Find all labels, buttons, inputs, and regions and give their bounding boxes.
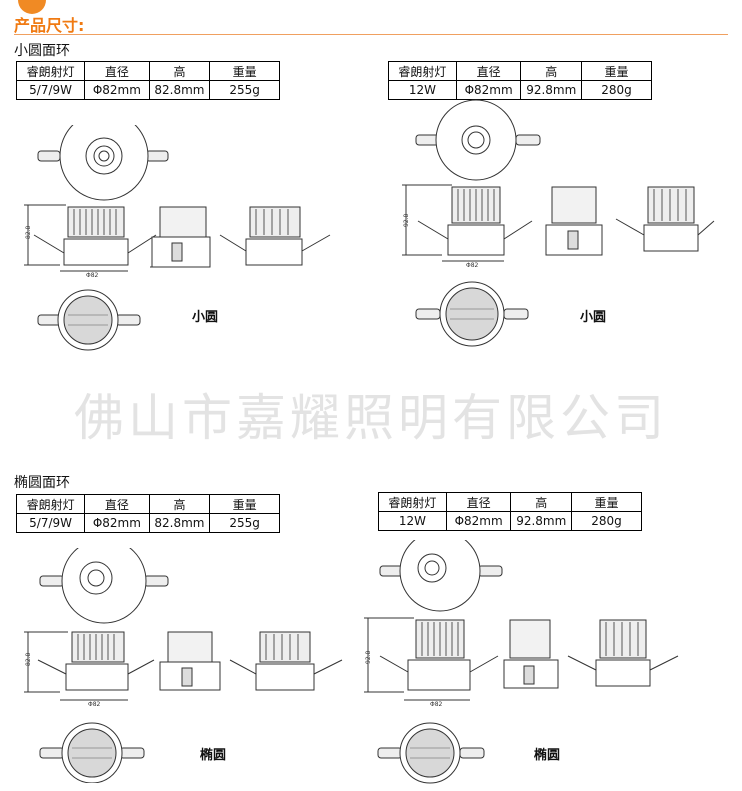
top-view — [379, 540, 503, 612]
side-view-rotated — [229, 631, 343, 691]
height-dimension-label: 92.8 — [365, 650, 372, 664]
side-view-dimensioned — [24, 631, 155, 701]
side-view-dimensioned — [402, 184, 533, 262]
bottom-view — [415, 281, 529, 347]
cell-power: 5/7/9W — [15, 80, 86, 100]
cell-diameter: Φ82mm — [455, 80, 522, 100]
cell-diameter: Φ82mm — [84, 513, 150, 533]
header-cell: 高 — [520, 61, 583, 81]
top-view — [415, 99, 541, 181]
cell-weight: 280g — [571, 511, 642, 531]
top-view — [37, 125, 169, 201]
header-cell: 睿朗射灯 — [15, 494, 86, 514]
section-label-oval-ring: 椭圆面环 — [14, 475, 70, 491]
cell-power: 12W — [378, 511, 447, 531]
header-cell: 直径 — [84, 494, 150, 514]
side-view-front — [545, 186, 603, 256]
header-cell: 重量 — [209, 61, 280, 81]
header-cell: 直径 — [84, 61, 150, 81]
cell-diameter: Φ82mm — [84, 80, 150, 100]
header-cell: 高 — [148, 494, 211, 514]
side-view-front — [503, 619, 559, 689]
side-view-dimensioned — [364, 617, 499, 701]
side-view-rotated — [567, 619, 679, 687]
side-view-dimensioned — [24, 204, 157, 272]
cell-weight: 255g — [209, 80, 280, 100]
header-cell: 重量 — [209, 494, 280, 514]
height-dimension-label: 82.8 — [25, 652, 32, 666]
cell-power: 12W — [388, 80, 457, 100]
cell-weight: 255g — [209, 513, 280, 533]
height-dimension-label: 82.8 — [25, 225, 32, 239]
drawing-oval-ring-high-power: 92.8 Φ82 — [364, 540, 679, 784]
cell-power: 5/7/9W — [15, 513, 86, 533]
cell-diameter: Φ82mm — [445, 511, 512, 531]
bottom-view — [39, 722, 145, 783]
diameter-dimension-label: Φ82 — [86, 272, 99, 279]
drawing-small-ring-high-power: 92.8 Φ82 — [402, 99, 715, 347]
spec-table-oval-1: 睿朗射灯 直径 高 重量 5/7/9W Φ82mm 82.8mm 255g — [15, 494, 280, 533]
header-cell: 睿朗射灯 — [15, 61, 86, 81]
section-label-small-ring: 小圆面环 — [14, 43, 70, 59]
header-ornament — [18, 0, 46, 14]
top-view — [39, 548, 169, 624]
company-watermark: 佛山市嘉耀照明有限公司 — [74, 389, 668, 447]
cell-weight: 280g — [581, 80, 652, 100]
spec-table-small-1: 睿朗射灯 直径 高 重量 5/7/9W Φ82mm 82.8mm 255g — [15, 61, 280, 100]
header-cell: 睿朗射灯 — [388, 61, 457, 81]
side-view-rotated — [219, 206, 331, 266]
diameter-dimension-label: Φ82 — [88, 701, 101, 708]
cell-height: 82.8mm — [148, 513, 211, 533]
header-cell: 高 — [510, 492, 573, 512]
spec-table-small-2: 睿朗射灯 直径 高 重量 12W Φ82mm 92.8mm 280g — [388, 61, 652, 100]
cell-height: 92.8mm — [510, 511, 573, 531]
header-cell: 直径 — [445, 492, 512, 512]
caption-oval-ring: 椭圆 — [200, 748, 227, 763]
side-view-front — [150, 206, 211, 268]
bottom-view — [37, 289, 141, 351]
header-cell: 高 — [148, 61, 211, 81]
header-divider — [14, 34, 728, 35]
bottom-view — [377, 722, 485, 784]
header-cell: 睿朗射灯 — [378, 492, 447, 512]
side-view-front — [159, 631, 221, 691]
height-dimension-label: 92.8 — [403, 213, 410, 227]
cell-height: 82.8mm — [148, 80, 211, 100]
caption-oval-ring: 椭圆 — [534, 748, 561, 763]
diameter-dimension-label: Φ82 — [466, 262, 479, 269]
header-cell: 直径 — [455, 61, 522, 81]
caption-small-ring: 小圆 — [192, 310, 219, 325]
header-cell: 重量 — [571, 492, 642, 512]
diameter-dimension-label: Φ82 — [430, 701, 443, 708]
spec-table-oval-2: 睿朗射灯 直径 高 重量 12W Φ82mm 92.8mm 280g — [378, 492, 642, 531]
side-view-rotated — [615, 186, 715, 252]
drawing-oval-ring-low-power: 82.8 Φ82 — [24, 548, 343, 783]
caption-small-ring: 小圆 — [580, 310, 607, 325]
header-cell: 重量 — [581, 61, 652, 81]
drawing-small-ring-low-power: 82.8 Φ82 — [24, 125, 331, 351]
page-title: 产品尺寸: — [14, 16, 85, 35]
